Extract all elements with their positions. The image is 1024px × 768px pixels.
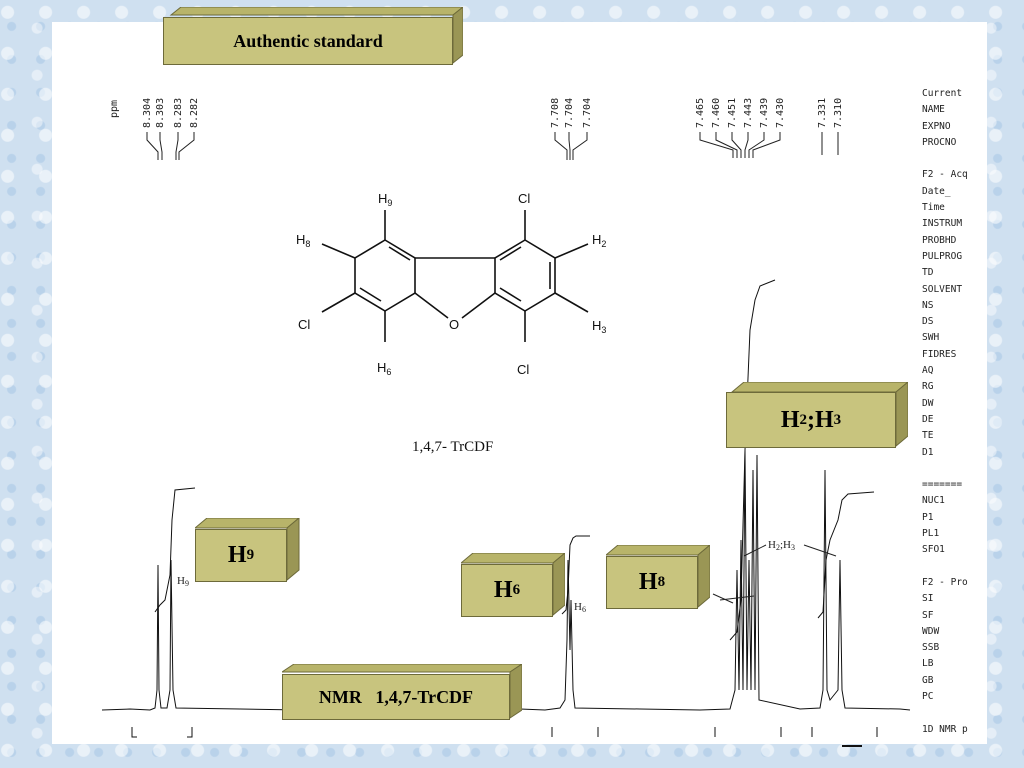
- peak-label: 7.439: [759, 98, 770, 128]
- parameter-line: FIDRES: [922, 348, 957, 360]
- parameter-line: [922, 705, 982, 721]
- authentic-standard-banner: Authentic standard: [163, 7, 463, 65]
- parameter-line: SF: [922, 609, 934, 621]
- parameter-line: P1: [922, 511, 934, 523]
- annotation-arrows: [712, 544, 837, 604]
- peak-label: 8.282: [189, 98, 200, 128]
- parameter-line: LB: [922, 658, 934, 670]
- parameter-line: [922, 151, 982, 167]
- peak-label: 7.430: [775, 98, 786, 128]
- parameter-line: DW: [922, 397, 934, 409]
- parameter-line: SSB: [922, 642, 940, 654]
- parameter-line: TE: [922, 430, 934, 442]
- molecule-structure: [321, 210, 589, 342]
- parameter-line: RG: [922, 381, 934, 393]
- parameter-line: PC: [922, 690, 934, 702]
- parameter-line: [922, 559, 982, 575]
- peak-label: 7.704: [582, 98, 593, 128]
- parameter-line: =======: [922, 479, 963, 491]
- parameter-line: Date_: [922, 185, 951, 197]
- peak-label: 7.331: [817, 98, 828, 128]
- peak-label: 7.708: [550, 98, 561, 128]
- parameter-line: PROBHD: [922, 234, 957, 246]
- parameter-line: SFO1: [922, 544, 945, 556]
- peak-label: 8.304: [142, 98, 153, 128]
- peak-tie-lines: [146, 132, 839, 160]
- peak-label: 7.451: [727, 98, 738, 128]
- peak-label: 7.704: [564, 98, 575, 128]
- parameter-line: F2 - Pro: [922, 576, 968, 588]
- spectrum-label-h6: H6: [574, 601, 586, 614]
- parameter-line: PL1: [922, 528, 940, 540]
- molecule-atoms: H9 H8 Cl H6 O Cl H2 H3 Cl: [296, 191, 606, 377]
- molecule-name: 1,4,7- TrCDF: [412, 439, 493, 455]
- atom-cl-top: Cl: [518, 191, 530, 206]
- peak-label: 8.283: [173, 98, 184, 128]
- peak-label: 7.443: [743, 98, 754, 128]
- parameter-line: SWH: [922, 332, 940, 344]
- peak-label: 8.303: [155, 98, 166, 128]
- peak-label: 7.460: [711, 98, 722, 128]
- atom-h8: H8: [296, 232, 310, 249]
- atom-cl-bottom: Cl: [517, 362, 529, 377]
- atom-h3: H3: [592, 318, 606, 335]
- atom-o: O: [449, 317, 459, 332]
- parameter-line: SI: [922, 593, 934, 605]
- parameter-line: [922, 461, 982, 477]
- parameter-line: DS: [922, 316, 934, 328]
- peak-labels: 8.304 8.303 8.283 8.282 7.708 7.704 7.70…: [142, 98, 844, 128]
- banner-label: Authentic standard: [163, 17, 453, 65]
- parameter-line: NUC1: [922, 495, 945, 507]
- parameter-line: INSTRUM: [922, 218, 963, 230]
- parameter-line: EXPNO: [922, 120, 951, 132]
- peak-label: 7.465: [695, 98, 706, 128]
- parameter-line: NS: [922, 299, 934, 311]
- parameter-line: D1: [922, 446, 934, 458]
- peak-label: 7.310: [833, 98, 844, 128]
- parameter-line: F2 - Acq: [922, 169, 968, 181]
- nmr-title-label: NMR 1,4,7-TrCDF: [282, 674, 510, 720]
- parameter-line: GB: [922, 674, 934, 686]
- parameter-line: WDW: [922, 625, 940, 637]
- atom-h6: H6: [377, 360, 391, 377]
- parameter-line: SOLVENT: [922, 283, 963, 295]
- spectrum-label-h9: H9: [177, 575, 189, 588]
- parameter-line: Time: [922, 202, 945, 214]
- parameter-line: TD: [922, 267, 934, 279]
- atom-h2: H2: [592, 232, 606, 249]
- parameter-line: DE: [922, 413, 934, 425]
- atom-h9: H9: [378, 191, 392, 208]
- parameter-line: PROCNO: [922, 136, 957, 148]
- ppm-label: ppm: [109, 100, 120, 118]
- spectrum-label-h2h3: H2;H3: [768, 539, 795, 552]
- parameter-line: NAME: [922, 104, 945, 116]
- atom-cl-left: Cl: [298, 317, 310, 332]
- parameter-line: PULPROG: [922, 250, 963, 262]
- parameter-line: Current: [922, 88, 963, 99]
- parameter-line: AQ: [922, 365, 934, 377]
- parameter-line: 1D NMR p: [922, 723, 968, 735]
- callout-nmr-title: NMR 1,4,7-TrCDF: [282, 664, 522, 720]
